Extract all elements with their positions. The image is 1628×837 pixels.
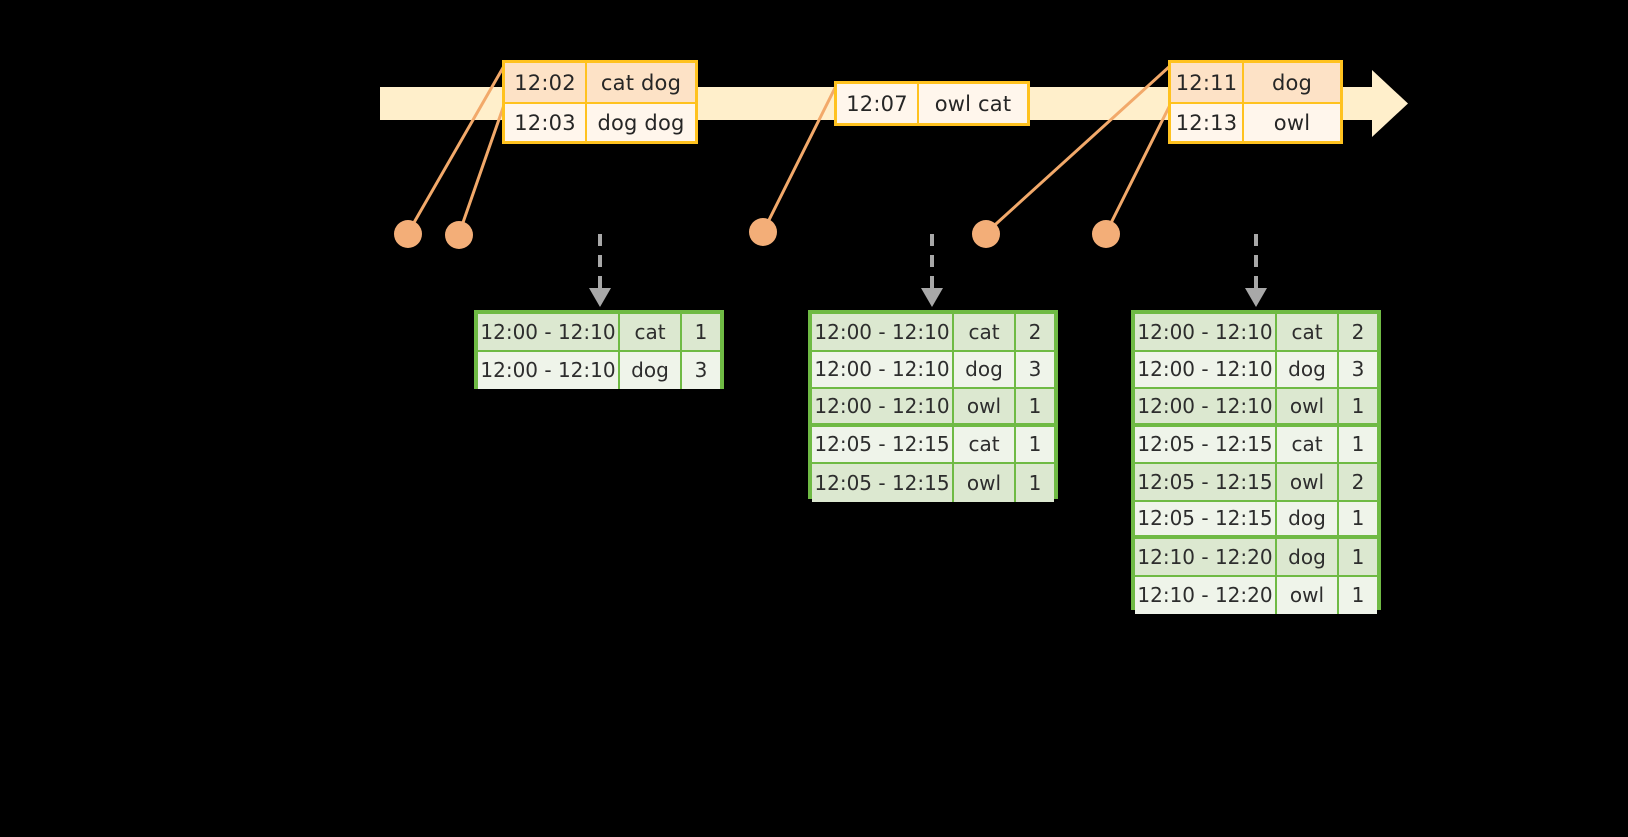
event-dot-12-02 bbox=[394, 220, 422, 248]
cell-word: dog bbox=[1277, 501, 1339, 539]
table-row[interactable]: 12:05 - 12:15 cat 1 bbox=[1135, 426, 1377, 464]
event-time: 12:02 bbox=[505, 63, 587, 102]
event-row[interactable]: 12:13 owl bbox=[1171, 102, 1340, 141]
result-table-1[interactable]: 12:00 - 12:10 cat 1 12:00 - 12:10 dog 3 bbox=[474, 310, 724, 389]
event-row[interactable]: 12:02 cat dog bbox=[505, 63, 695, 102]
cell-window: 12:10 - 12:20 bbox=[1135, 576, 1277, 614]
cell-word: owl bbox=[954, 464, 1016, 502]
event-row[interactable]: 12:03 dog dog bbox=[505, 102, 695, 141]
cell-window: 12:00 - 12:10 bbox=[812, 389, 954, 427]
event-row[interactable]: 12:11 dog bbox=[1171, 63, 1340, 102]
event-group-3[interactable]: 12:11 dog 12:13 owl bbox=[1168, 60, 1343, 144]
cell-window: 12:05 - 12:15 bbox=[812, 464, 954, 502]
cell-window: 12:05 - 12:15 bbox=[1135, 426, 1277, 464]
connector-line-1 bbox=[406, 65, 506, 234]
table-row[interactable]: 12:05 - 12:15 owl 1 bbox=[812, 464, 1054, 502]
cell-window: 12:05 - 12:15 bbox=[812, 426, 954, 464]
table-row[interactable]: 12:00 - 12:10 dog 3 bbox=[478, 351, 720, 389]
timeline-arrowhead bbox=[1372, 70, 1408, 137]
cell-word: owl bbox=[1277, 576, 1339, 614]
table-row[interactable]: 12:00 - 12:10 cat 2 bbox=[812, 314, 1054, 352]
event-time: 12:13 bbox=[1171, 102, 1244, 141]
cell-count: 1 bbox=[1339, 576, 1377, 614]
cell-count: 1 bbox=[1339, 389, 1377, 427]
event-group-2[interactable]: 12:07 owl cat bbox=[834, 81, 1030, 126]
cell-window: 12:05 - 12:15 bbox=[1135, 464, 1277, 502]
table-row[interactable]: 12:00 - 12:10 owl 1 bbox=[1135, 389, 1377, 427]
cell-window: 12:05 - 12:15 bbox=[1135, 501, 1277, 539]
cell-count: 1 bbox=[1339, 501, 1377, 539]
cell-count: 1 bbox=[682, 314, 720, 352]
event-dot-12-07 bbox=[749, 218, 777, 246]
table-row[interactable]: 12:00 - 12:10 dog 3 bbox=[812, 351, 1054, 389]
cell-count: 3 bbox=[1016, 351, 1054, 389]
event-time: 12:03 bbox=[505, 102, 587, 141]
connector-line-3 bbox=[761, 85, 838, 233]
table-row[interactable]: 12:00 - 12:10 cat 1 bbox=[478, 314, 720, 352]
cell-word: cat bbox=[954, 314, 1016, 352]
cell-window: 12:00 - 12:10 bbox=[1135, 351, 1277, 389]
table-row[interactable]: 12:05 - 12:15 dog 1 bbox=[1135, 501, 1377, 539]
cell-window: 12:10 - 12:20 bbox=[1135, 539, 1277, 577]
cell-word: cat bbox=[620, 314, 682, 352]
event-row[interactable]: 12:07 owl cat bbox=[837, 84, 1027, 123]
result-table-2[interactable]: 12:00 - 12:10 cat 2 12:00 - 12:10 dog 3 … bbox=[808, 310, 1058, 502]
cell-window: 12:00 - 12:10 bbox=[478, 314, 620, 352]
cell-window: 12:00 - 12:10 bbox=[478, 351, 620, 389]
cell-word: dog bbox=[1277, 351, 1339, 389]
cell-count: 2 bbox=[1339, 314, 1377, 352]
table-row[interactable]: 12:00 - 12:10 owl 1 bbox=[812, 389, 1054, 427]
cell-count: 3 bbox=[1339, 351, 1377, 389]
cell-count: 2 bbox=[1339, 464, 1377, 502]
cell-count: 1 bbox=[1016, 426, 1054, 464]
table-row[interactable]: 12:00 - 12:10 cat 2 bbox=[1135, 314, 1377, 352]
cell-window: 12:00 - 12:10 bbox=[812, 314, 954, 352]
cell-word: owl bbox=[1277, 389, 1339, 427]
cell-window: 12:00 - 12:10 bbox=[1135, 389, 1277, 427]
cell-word: dog bbox=[954, 351, 1016, 389]
cell-count: 1 bbox=[1016, 389, 1054, 427]
cell-count: 2 bbox=[1016, 314, 1054, 352]
cell-count: 3 bbox=[682, 351, 720, 389]
cell-word: dog bbox=[620, 351, 682, 389]
table-row[interactable]: 12:00 - 12:10 dog 3 bbox=[1135, 351, 1377, 389]
event-dot-12-13 bbox=[1092, 220, 1120, 248]
trigger-arrow-1 bbox=[589, 234, 611, 307]
event-dot-12-03 bbox=[445, 221, 473, 249]
cell-word: cat bbox=[954, 426, 1016, 464]
connector-line-2 bbox=[457, 104, 506, 235]
event-words: owl cat bbox=[919, 84, 1027, 123]
cell-count: 1 bbox=[1339, 539, 1377, 577]
cell-word: dog bbox=[1277, 539, 1339, 577]
event-group-1[interactable]: 12:02 cat dog 12:03 dog dog bbox=[502, 60, 698, 144]
cell-word: cat bbox=[1277, 426, 1339, 464]
result-table-3[interactable]: 12:00 - 12:10 cat 2 12:00 - 12:10 dog 3 … bbox=[1131, 310, 1381, 614]
event-words: cat dog bbox=[587, 63, 695, 102]
cell-word: cat bbox=[1277, 314, 1339, 352]
table-row[interactable]: 12:10 - 12:20 owl 1 bbox=[1135, 576, 1377, 614]
trigger-arrow-3 bbox=[1245, 234, 1267, 307]
cell-word: owl bbox=[954, 389, 1016, 427]
event-words: dog dog bbox=[587, 102, 695, 141]
event-dot-12-11 bbox=[972, 220, 1000, 248]
cell-window: 12:00 - 12:10 bbox=[1135, 314, 1277, 352]
event-words: dog bbox=[1244, 63, 1340, 102]
cell-count: 1 bbox=[1339, 426, 1377, 464]
table-row[interactable]: 12:10 - 12:20 dog 1 bbox=[1135, 539, 1377, 577]
connector-line-5 bbox=[1104, 104, 1172, 234]
event-time: 12:11 bbox=[1171, 63, 1244, 102]
table-row[interactable]: 12:05 - 12:15 owl 2 bbox=[1135, 464, 1377, 502]
cell-word: owl bbox=[1277, 464, 1339, 502]
trigger-arrow-2 bbox=[921, 234, 943, 307]
cell-window: 12:00 - 12:10 bbox=[812, 351, 954, 389]
cell-count: 1 bbox=[1016, 464, 1054, 502]
table-row[interactable]: 12:05 - 12:15 cat 1 bbox=[812, 426, 1054, 464]
event-words: owl bbox=[1244, 102, 1340, 141]
event-time: 12:07 bbox=[837, 84, 919, 123]
